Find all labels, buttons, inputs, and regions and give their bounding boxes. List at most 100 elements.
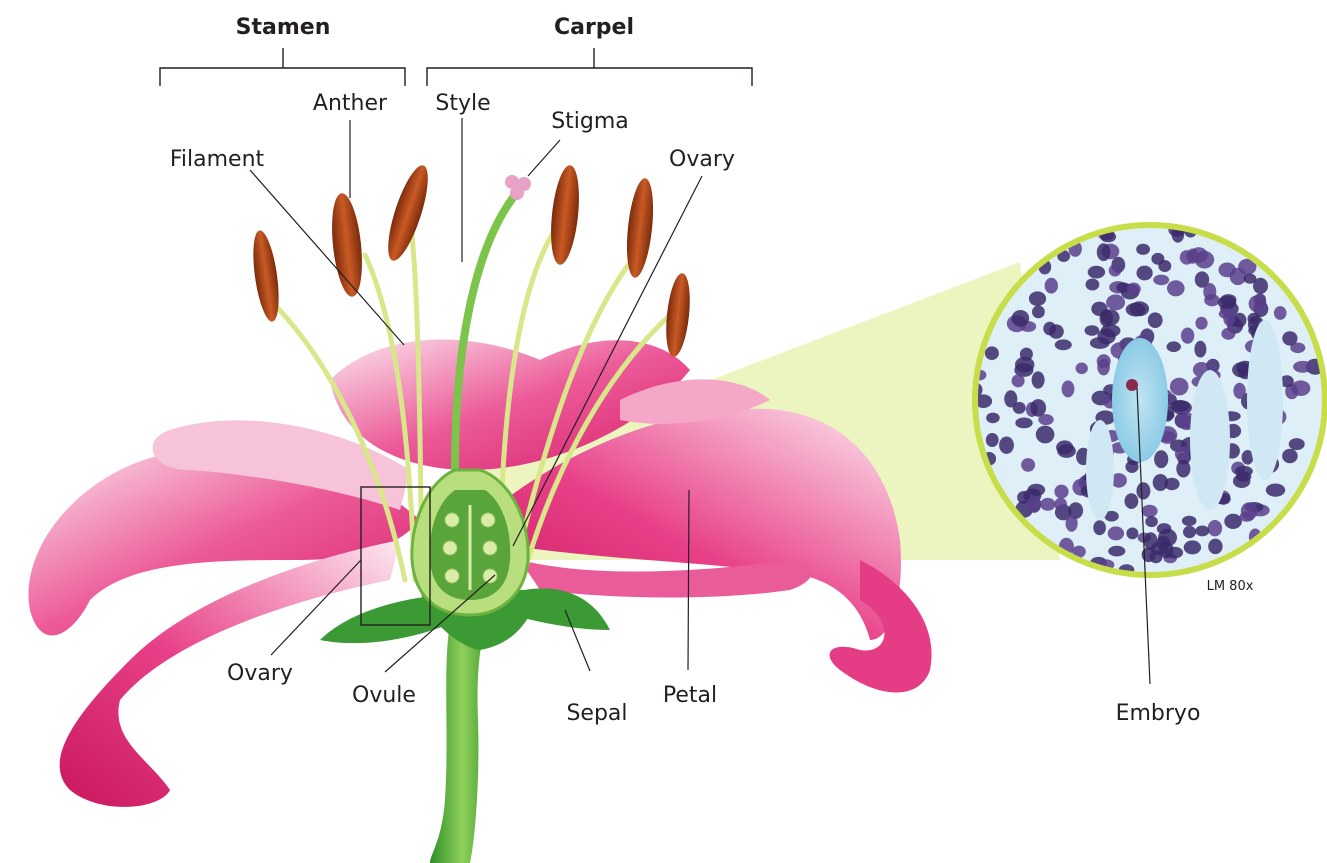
anther-label: Anther xyxy=(313,91,388,116)
cell-nucleus xyxy=(1054,498,1067,511)
cell-nucleus xyxy=(1282,449,1298,463)
cell-nucleus xyxy=(1220,294,1236,306)
cell-nucleus xyxy=(1208,520,1222,536)
cell-nucleus xyxy=(1106,294,1125,310)
cell-nucleus xyxy=(1127,283,1141,296)
cell-nucleus xyxy=(1012,310,1030,327)
cell-nucleus xyxy=(1221,328,1235,340)
cell-nucleus xyxy=(1015,418,1032,429)
cell-nucleus xyxy=(1108,546,1125,557)
cell-nucleus xyxy=(1056,440,1073,454)
stamen-bracket xyxy=(160,48,405,86)
cell-nucleus xyxy=(1029,291,1046,306)
ovule xyxy=(483,541,497,555)
embryo-label: Embryo xyxy=(1116,701,1201,726)
ovule xyxy=(483,569,497,583)
cell-nucleus xyxy=(1126,528,1138,540)
cell-nucleus xyxy=(1282,331,1297,345)
micrograph xyxy=(970,223,1325,576)
cell-nucleus xyxy=(1032,371,1045,388)
anther xyxy=(663,272,694,358)
cell-nucleus xyxy=(986,413,1000,424)
cell-nucleus xyxy=(1150,551,1163,564)
embryo xyxy=(1126,379,1138,391)
cell-nucleus xyxy=(1032,306,1045,319)
tissue-channel xyxy=(1190,370,1230,510)
anthers xyxy=(249,161,694,357)
cell-nucleus xyxy=(1076,363,1088,375)
cell-nucleus xyxy=(1145,516,1158,527)
ovule xyxy=(445,569,459,583)
ovule xyxy=(443,541,457,555)
cell-nucleus xyxy=(1244,274,1257,284)
cell-nucleus xyxy=(1176,460,1190,477)
cell-nucleus xyxy=(1066,515,1078,532)
anther xyxy=(547,164,583,266)
cell-nucleus xyxy=(1219,309,1234,319)
stigma-label: Stigma xyxy=(551,109,629,134)
cell-nucleus xyxy=(1153,275,1169,286)
anther xyxy=(328,192,367,298)
cell-nucleus xyxy=(1167,280,1185,296)
cell-nucleus xyxy=(1086,279,1100,291)
cell-nucleus xyxy=(1012,374,1025,387)
cell-nucleus xyxy=(1167,341,1181,352)
cell-nucleus xyxy=(1183,526,1196,538)
cell-nucleus xyxy=(1101,324,1121,337)
style-label: Style xyxy=(435,91,490,116)
cell-nucleus xyxy=(1126,303,1146,317)
stamen-heading: Stamen xyxy=(236,15,331,40)
cell-nucleus xyxy=(1125,493,1139,509)
cell-nucleus xyxy=(1043,322,1056,336)
cell-nucleus xyxy=(1224,514,1242,529)
cell-nucleus xyxy=(1148,312,1163,328)
cell-nucleus xyxy=(1194,341,1206,358)
cell-nucleus xyxy=(1093,520,1106,535)
cell-nucleus xyxy=(1164,478,1179,490)
cell-nucleus xyxy=(1038,414,1053,425)
ovule xyxy=(445,513,459,527)
carpel-heading: Carpel xyxy=(554,15,634,40)
cell-nucleus xyxy=(1137,266,1153,281)
cell-nucleus xyxy=(1054,485,1068,499)
cell-nucleus xyxy=(1219,263,1236,278)
cell-nucleus xyxy=(1090,337,1110,349)
cell-nucleus xyxy=(1187,249,1199,264)
ovary-left-label: Ovary xyxy=(227,661,293,686)
cell-nucleus xyxy=(1195,317,1207,330)
petal-label: Petal xyxy=(663,683,717,708)
ovule xyxy=(481,513,495,527)
cell-nucleus xyxy=(1233,474,1250,488)
cell-nucleus xyxy=(1144,532,1158,550)
cell-nucleus xyxy=(1240,512,1255,522)
magnification-label: LM 80x xyxy=(1207,579,1254,594)
cell-nucleus xyxy=(1108,526,1124,540)
cell-nucleus xyxy=(1158,260,1171,272)
cell-nucleus xyxy=(1040,498,1055,511)
cell-nucleus xyxy=(1088,266,1105,279)
cell-nucleus xyxy=(1015,357,1034,373)
ovary-top-label: Ovary xyxy=(669,147,735,172)
anther xyxy=(380,161,436,264)
cell-nucleus xyxy=(1036,426,1055,444)
leader-stigma xyxy=(528,140,560,176)
cell-nucleus xyxy=(1062,380,1075,397)
cell-nucleus xyxy=(1249,295,1267,312)
cell-nucleus xyxy=(1027,496,1041,513)
cell-nucleus xyxy=(1203,283,1216,300)
cell-nucleus xyxy=(1266,484,1285,497)
tissue-channel xyxy=(1247,320,1283,480)
cell-nucleus xyxy=(1091,302,1107,316)
ovule-label: Ovule xyxy=(352,683,416,708)
cell-nucleus xyxy=(1030,399,1046,417)
cell-nucleus xyxy=(986,433,999,447)
cell-nucleus xyxy=(1293,361,1312,373)
cell-nucleus xyxy=(1166,547,1184,559)
cell-nucleus xyxy=(1136,482,1150,499)
cell-nucleus xyxy=(999,437,1014,454)
cell-nucleus xyxy=(1291,380,1310,396)
cell-nucleus xyxy=(1136,244,1150,255)
sepal-label: Sepal xyxy=(566,701,627,726)
cell-nucleus xyxy=(1109,264,1122,276)
